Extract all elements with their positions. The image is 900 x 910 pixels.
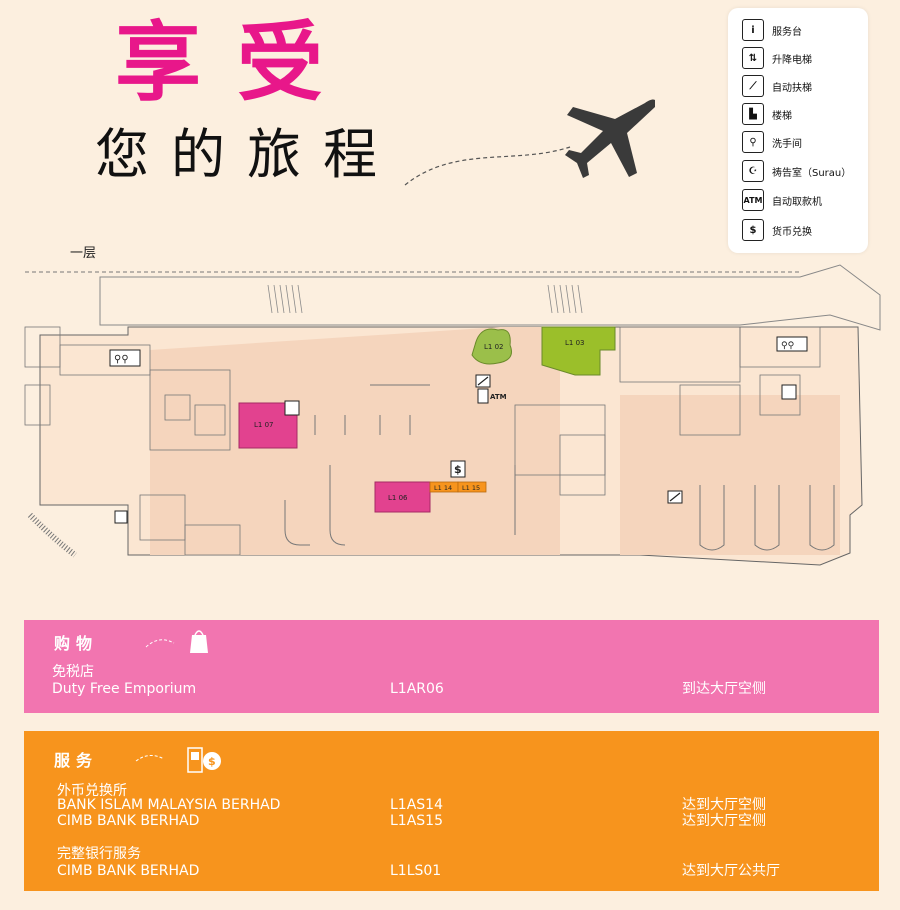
information-icon: i [742, 19, 764, 41]
legend-item: ⟋ 自动扶梯 [742, 74, 812, 98]
service-name: CIMB BANK BERHAD [57, 863, 200, 879]
stairs-icon[interactable] [477, 388, 489, 404]
arrival-hall-area [620, 395, 840, 555]
unit-l1-02[interactable] [471, 328, 512, 365]
legend-item: ☪ 祷告室（Surau） [742, 159, 851, 183]
service-location: 达到大厅空侧 [682, 797, 766, 813]
currency-exchange-icon: $ [742, 219, 764, 241]
section-title: 服务 [54, 751, 99, 770]
flight-path [404, 146, 571, 186]
unit-l1-15[interactable] [457, 481, 487, 493]
left-wing-rooms [24, 326, 241, 556]
restroom-icon: ⚲ [742, 131, 764, 153]
service-location: 达到大厅空侧 [682, 813, 766, 829]
money-icon: $ [135, 747, 221, 773]
services-section: 服务 $ 外币兑换所 BANK ISLAM MALAYSIA BERHAD L1… [24, 731, 879, 891]
shop-code: L1AR06 [390, 681, 444, 697]
svg-text:⚲⚲: ⚲⚲ [114, 354, 129, 365]
legend-item: $ 货币兑换 [742, 218, 812, 242]
prayer-room-icon[interactable] [781, 384, 797, 400]
service-code: L1AS15 [390, 813, 443, 829]
legend-label: 自动扶梯 [772, 82, 812, 94]
page-subtitle: 您的旅程 [95, 123, 399, 186]
unit-label: L1 06 [388, 494, 408, 502]
legend-item: ATM 自动取款机 [742, 188, 822, 212]
escalator-icon[interactable] [475, 374, 491, 388]
walkway [27, 512, 77, 558]
atm-icon[interactable]: ATM [490, 393, 507, 401]
section-title: 购物 [54, 634, 99, 653]
elevator-icon: ⇅ [742, 47, 764, 69]
legend-label: 货币兑换 [772, 226, 812, 238]
service-name: BANK ISLAM MALAYSIA BERHAD [57, 797, 281, 813]
unit-label: L1 15 [462, 484, 480, 492]
legend-item: i 服务台 [742, 18, 802, 42]
restroom-icon[interactable]: ⚲⚲ [776, 336, 808, 352]
svg-text:$: $ [454, 463, 462, 476]
stairs-icon: ▙ [742, 103, 764, 125]
legend-label: 服务台 [772, 26, 802, 38]
service-code: L1LS01 [390, 863, 442, 879]
legend-label: 升降电梯 [772, 54, 812, 66]
shopping-bag-icon [145, 630, 208, 653]
immigration-counters [314, 384, 430, 435]
apron-outline [99, 264, 881, 331]
legend-label: 祷告室（Surau） [772, 167, 852, 179]
floor-label: 一层 [70, 246, 97, 261]
legend-item: ▙ 楼梯 [742, 102, 792, 126]
legend-label: 楼梯 [772, 110, 792, 122]
shopping-section: 购物 免税店 Duty Free Emporium L1AR06 到达大厅空侧 [24, 620, 879, 713]
category-label: 完整银行服务 [57, 846, 141, 862]
page-title: 享受 [115, 13, 359, 113]
escalator-icon: ⟋ [742, 75, 764, 97]
service-code: L1AS14 [390, 797, 443, 813]
right-wing-rooms [514, 326, 821, 496]
svg-text:⚲⚲: ⚲⚲ [781, 341, 795, 351]
category-label: 外币兑换所 [57, 783, 127, 799]
category-label: 免税店 [52, 664, 94, 680]
elevator-icon[interactable] [114, 510, 128, 524]
escalator-icon[interactable] [667, 490, 683, 504]
service-location: 达到大厅公共厅 [682, 863, 780, 879]
svg-text:$: $ [208, 755, 216, 768]
atm-icon: ATM [742, 189, 764, 211]
service-name: CIMB BANK BERHAD [57, 813, 200, 829]
gate-hatching [267, 284, 583, 314]
unit-label: L1 14 [434, 484, 452, 492]
unit-l1-07[interactable] [238, 402, 298, 449]
elevator-icon[interactable] [284, 400, 300, 416]
airplane-graphic [404, 99, 655, 186]
restroom-icon[interactable]: ⚲⚲ [109, 349, 141, 367]
legend: i 服务台 ⇅ 升降电梯 ⟋ 自动扶梯 ▙ 楼梯 ⚲ 洗手间 ☪ 祷告室（Sur… [728, 8, 868, 253]
prayer-room-icon: ☪ [742, 160, 764, 182]
unit-l1-06[interactable] [374, 481, 431, 513]
unit-label: L1 02 [484, 343, 504, 351]
unit-l1-03[interactable] [541, 326, 616, 376]
baggage-belts [284, 465, 835, 551]
unit-label: L1 03 [565, 339, 585, 347]
legend-item: ⇅ 升降电梯 [742, 46, 812, 70]
legend-item: ⚲ 洗手间 [742, 130, 802, 154]
shop-name: Duty Free Emporium [52, 681, 197, 697]
currency-exchange-icon[interactable]: $ [450, 460, 466, 478]
unit-label: L1 07 [254, 421, 274, 429]
floor-plan-map: L1 02 L1 03 L1 07 L1 06 L1 14 L1 15 ⚲⚲ A… [24, 264, 881, 566]
legend-label: 自动取款机 [772, 196, 822, 208]
public-hall-area [150, 327, 560, 555]
shop-location: 到达大厅空侧 [682, 681, 766, 697]
airplane-icon [565, 99, 655, 178]
legend-label: 洗手间 [772, 138, 802, 150]
